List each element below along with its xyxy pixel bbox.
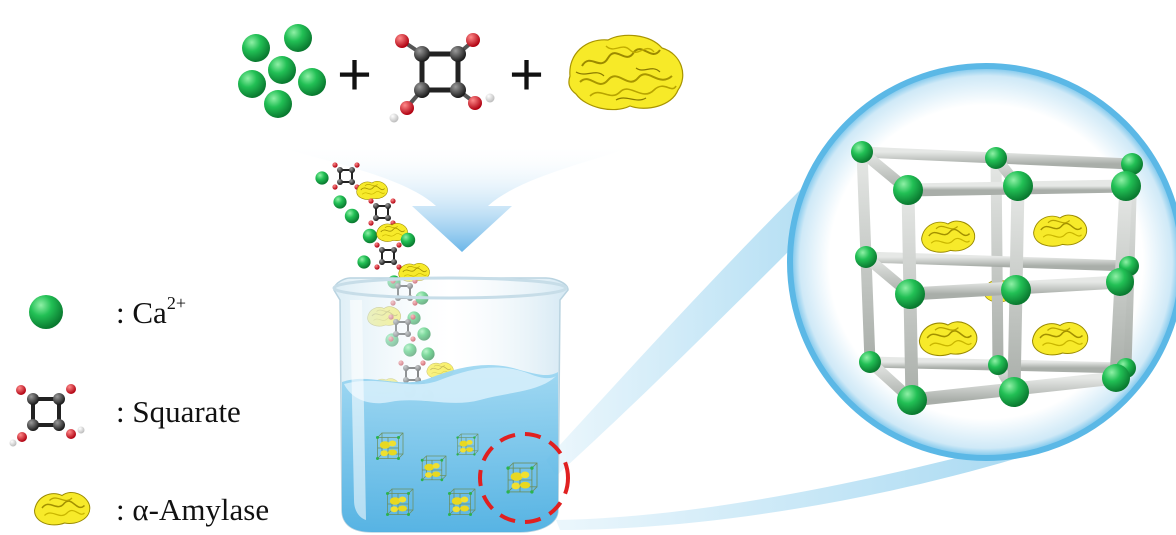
plus-sign-1: +	[337, 41, 372, 108]
beaker	[332, 276, 569, 533]
legend-enzyme-label: : α-Amylase	[116, 492, 270, 527]
legend-calcium-label: : Ca2+	[116, 294, 186, 328]
magnification-beam	[546, 170, 840, 476]
legend-calcium-charge: 2+	[166, 293, 186, 313]
legend-squarate-icon	[9, 384, 85, 447]
framework-cage	[851, 141, 1143, 415]
legend-squarate-label: : Squarate	[116, 394, 241, 429]
legend-calcium-icon	[29, 295, 63, 329]
calcium-ion-cluster	[238, 24, 326, 118]
plus-sign-2: +	[509, 41, 544, 108]
magnification-beam-lower	[556, 436, 1050, 530]
funnel-arrow	[268, 144, 640, 252]
highlight-circle	[478, 432, 570, 524]
alpha-amylase-enzyme	[568, 34, 684, 111]
legend-enzyme-icon	[33, 491, 91, 526]
squarate-molecule	[389, 33, 495, 123]
legend-calcium-prefix: : Ca	[116, 295, 167, 330]
